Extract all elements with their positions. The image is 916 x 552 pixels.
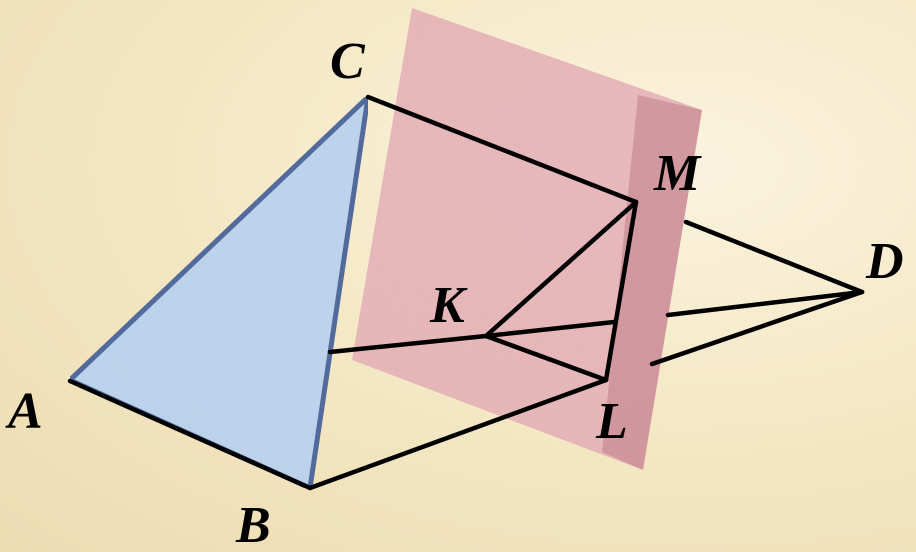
triangle-abc bbox=[67, 94, 371, 491]
label-m: M bbox=[653, 145, 702, 202]
segment-kl bbox=[483, 333, 609, 383]
segment-ab-black bbox=[67, 378, 313, 491]
segment-kd-outer bbox=[665, 289, 865, 318]
segment-bl bbox=[307, 377, 609, 491]
label-d: D bbox=[865, 233, 904, 290]
segment-k-to-bc bbox=[327, 333, 489, 355]
segment-ml bbox=[603, 199, 639, 383]
segment-ld-outer bbox=[649, 289, 865, 367]
label-k: K bbox=[429, 277, 468, 334]
segment-mk bbox=[483, 199, 639, 339]
label-a: A bbox=[5, 383, 43, 440]
segment-kd-inner bbox=[483, 319, 617, 339]
label-c: C bbox=[330, 33, 366, 90]
label-b: B bbox=[235, 497, 271, 552]
label-l: L bbox=[595, 393, 628, 450]
segment-md-outer bbox=[683, 219, 865, 295]
cutting-plane-shade bbox=[602, 95, 702, 470]
segment-cm bbox=[365, 94, 639, 205]
